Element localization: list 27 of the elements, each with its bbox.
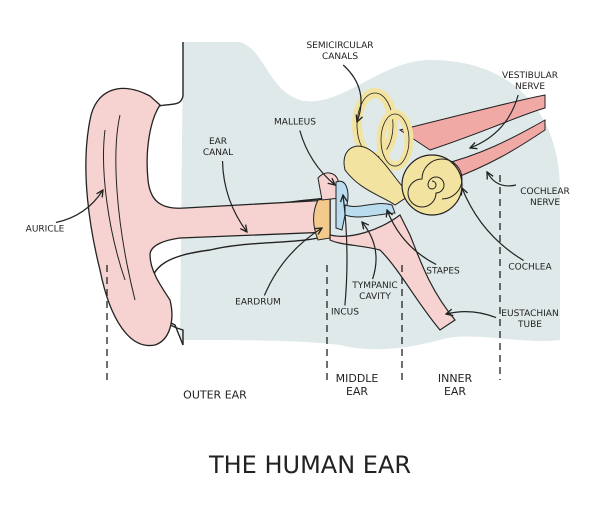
leader-arrow xyxy=(445,308,496,318)
part-label: MALLEUS xyxy=(274,118,316,128)
part-label: EAR CANAL xyxy=(193,137,243,159)
part-label: VESTIBULAR NERVE xyxy=(497,71,563,93)
part-label: SEMICIRCULAR CANALS xyxy=(305,41,375,63)
section-label: OUTER EAR xyxy=(183,388,247,402)
leader-arrow xyxy=(342,64,363,123)
leader-arrow xyxy=(460,187,524,261)
section-label: INNER EAR xyxy=(436,372,474,398)
part-label: EARDRUM xyxy=(235,298,281,308)
leader-arrow xyxy=(264,227,323,296)
part-label: STAPES xyxy=(426,266,460,278)
section-label: MIDDLE EAR xyxy=(334,372,380,398)
diagram-title: THE HUMAN EAR xyxy=(208,451,412,479)
part-label: COCHLEA xyxy=(508,262,552,274)
leader-arrow xyxy=(361,221,377,280)
part-label: AURICLE xyxy=(26,224,64,236)
leader-arrow xyxy=(299,130,336,186)
part-label: COCHLEAR NERVE xyxy=(517,187,573,209)
part-label: EUSTACHIAN TUBE xyxy=(498,309,562,331)
leader-arrow xyxy=(56,189,104,224)
leader-arrow xyxy=(386,209,436,266)
leader-arrow xyxy=(340,194,348,306)
leader-arrow xyxy=(486,171,516,186)
leader-arrow xyxy=(222,160,248,233)
part-label: TYMPANIC CAVITY xyxy=(347,281,403,303)
part-label: INCUS xyxy=(331,308,359,318)
